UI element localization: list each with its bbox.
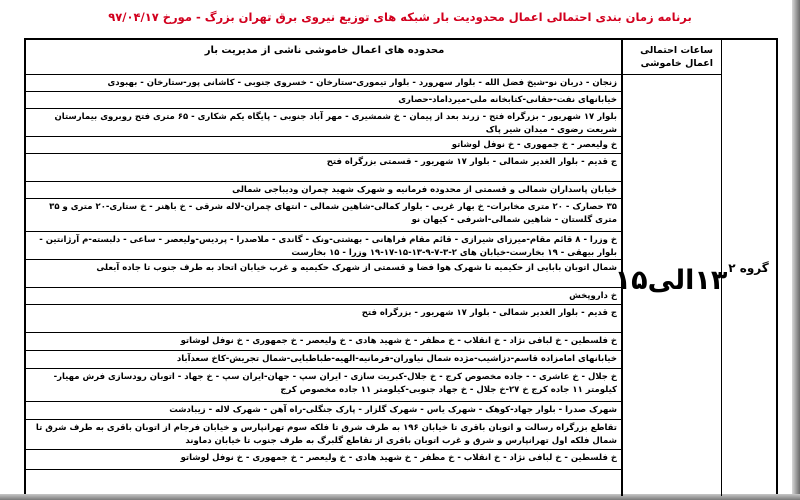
time-column: ساعات احتمالی اعمال خاموشی ۱۳الی۱۵ (614, 40, 728, 496)
table-row: خ ولیعصر - خ جمهوری - خ نوفل لوشاتو (26, 137, 623, 154)
table-row: خیابانهای امامزاده قاسم-دزاشیب-مژده شمال… (26, 351, 623, 369)
table-row: شهرک صدرا - بلوار جهاد-کوهک - شهرک یاس -… (26, 402, 623, 420)
table-row: خ داروپخش (26, 288, 623, 305)
table-row: خیابانهای نفت-حقانی-کتابخانه ملی-میرداما… (26, 92, 623, 109)
area-column: محدوده های اعمال خاموشی ناشی از مدیریت ب… (26, 40, 623, 496)
window-bottom-edge (0, 494, 800, 500)
table-row: شمال اتوبان بابایی از حکیمیه تا شهرک هوا… (26, 260, 623, 288)
outage-schedule-table: گروه ۲ ساعات احتمالی اعمال خاموشی ۱۳الی۱… (24, 38, 778, 496)
table-row: خ جلال - خ عاشری - - جاده مخصوص کرج - خ … (26, 369, 623, 402)
table-row: تقاطع بزرگراه رسالت و اتوبان باقری تا خی… (26, 420, 623, 450)
table-row: ج قدیم - بلوار الغدیر شمالی - بلوار ۱۷ ش… (26, 154, 623, 182)
window-right-edge (792, 0, 800, 500)
time-column-header: ساعات احتمالی اعمال خاموشی (621, 40, 721, 75)
table-row: خ وزرا - ۸ قائم مقام-میرزای شیرازی - قائ… (26, 232, 623, 260)
table-row: ج قدیم - بلوار الغدیر شمالی - بلوار ۱۷ ش… (26, 305, 623, 333)
table-row: زنجان - دربان نو-شیخ فضل الله - بلوار سه… (26, 75, 623, 92)
area-rows: زنجان - دربان نو-شیخ فضل الله - بلوار سه… (26, 75, 623, 470)
table-row: خیابان پاسداران شمالی و قسمتی از محدوده … (26, 182, 623, 199)
outage-time-range: ۱۳الی۱۵ (614, 265, 728, 296)
table-row: بلوار ۱۷ شهریور - بزرگراه فتح - زرند بعد… (26, 109, 623, 137)
table-row: خ فلسطین - خ لبافی نژاد - خ انقلاب - خ م… (26, 450, 623, 470)
table-row: ۳۵ حصارک - ۲۰ متری مخابرات- خ بهار غربی … (26, 199, 623, 232)
table-row: خ فلسطین - خ لبافی نژاد - خ انقلاب - خ م… (26, 333, 623, 351)
area-column-header: محدوده های اعمال خاموشی ناشی از مدیریت ب… (26, 40, 623, 75)
group-label: گروه ۲ (728, 261, 769, 275)
group-column: گروه ۲ (721, 40, 776, 496)
document-title: برنامه زمان بندی احتمالی اعمال محدودیت ب… (108, 10, 692, 24)
